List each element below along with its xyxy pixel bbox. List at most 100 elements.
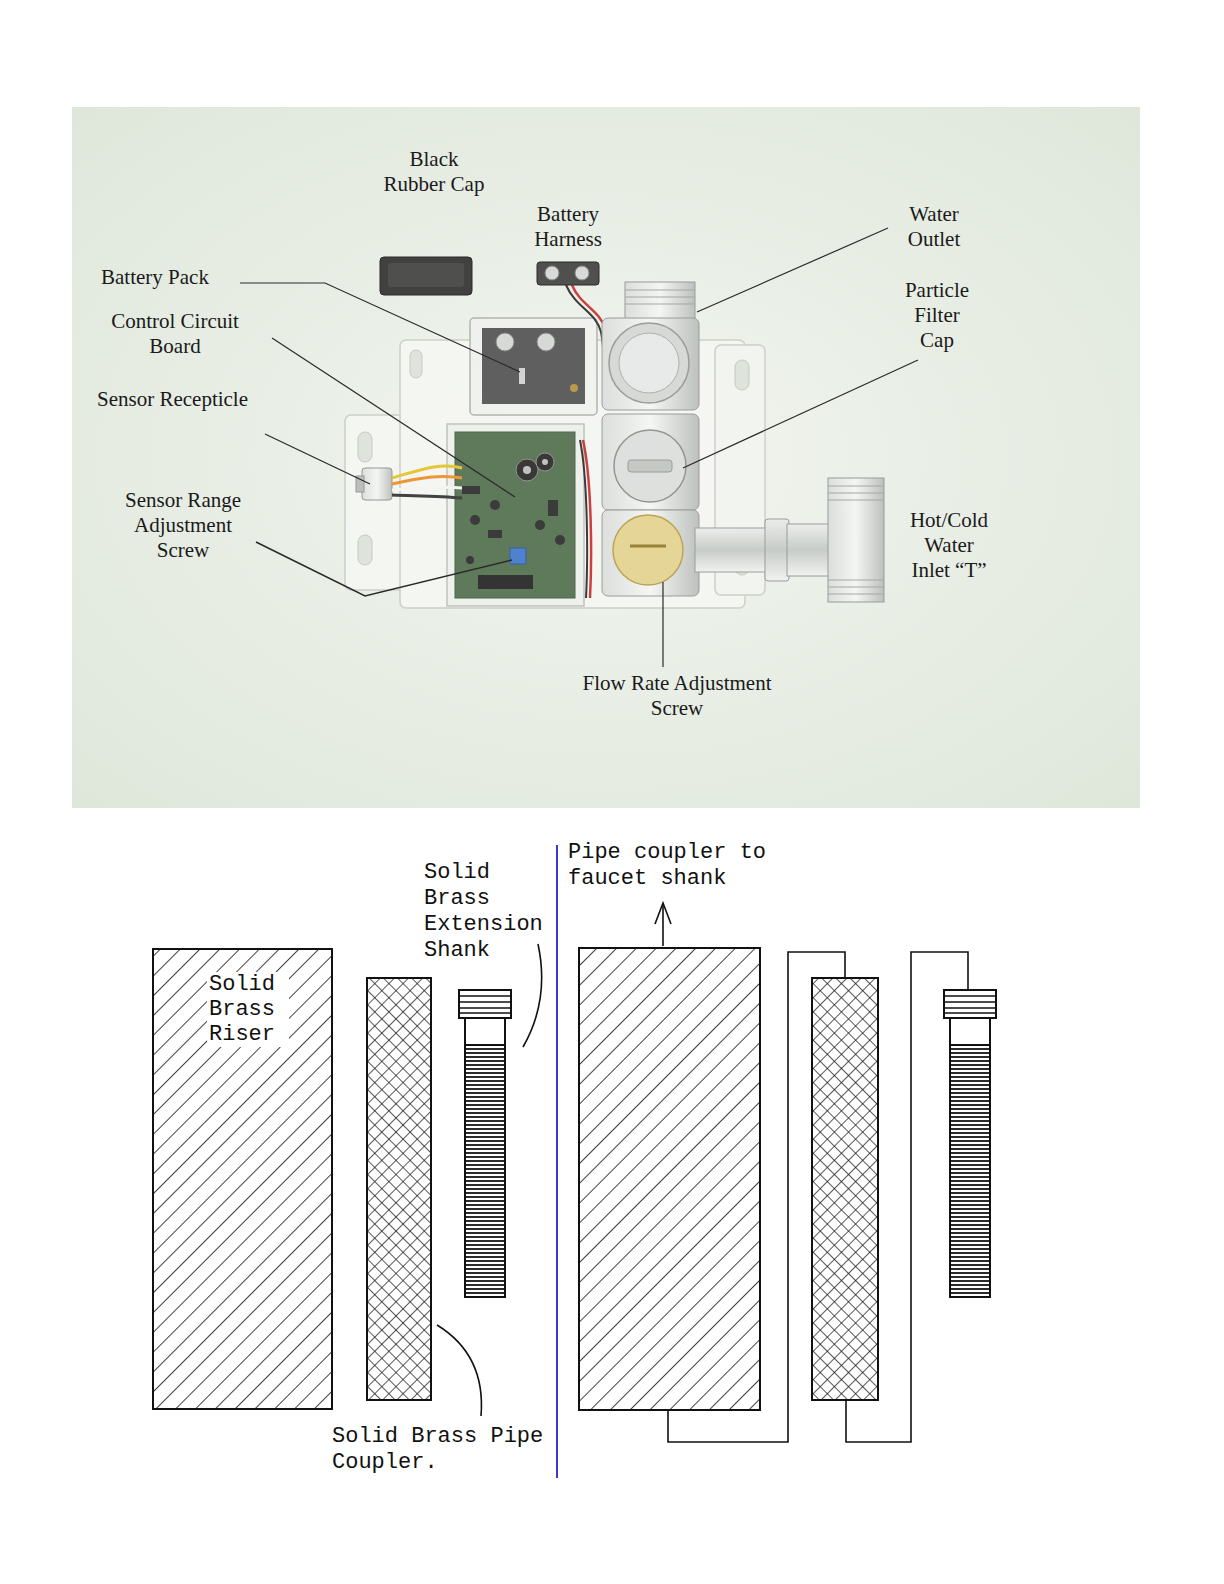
riser-drawing-part: [944, 1012, 996, 1014]
riser-drawing-part: [950, 1018, 990, 1045]
valve-body-part: [625, 282, 695, 322]
part-label: Solid Brass Pipe Coupler.: [332, 1424, 557, 1476]
riser-drawing-part: [579, 948, 760, 1410]
part-label: Battery Pack: [101, 265, 241, 290]
part-label: Hot/Cold Water Inlet “T”: [903, 508, 995, 583]
part-label: Water Outlet: [894, 202, 974, 252]
circuit-enclosure-part: [478, 575, 533, 589]
leader-line-part: [697, 228, 888, 312]
divider-line-part: [556, 845, 558, 1478]
part-name: Solid Brass Riser: [207, 972, 289, 1047]
inlet-tee-part: [828, 478, 884, 602]
valve-body-part: [613, 515, 683, 585]
part-label: Control Circuit Board: [103, 309, 248, 359]
riser-drawing-part: [465, 1045, 505, 1297]
riser-drawing-part: [662, 905, 664, 946]
valve-body-part: [602, 414, 699, 510]
part-label: Sensor Recepticle: [97, 387, 287, 412]
battery-harness-part: [566, 285, 607, 400]
riser-drawing-part: [668, 952, 845, 1442]
valve-body-part: [609, 323, 689, 403]
photo-ground: [72, 107, 1140, 808]
black-rubber-cap: [380, 257, 472, 295]
leader-line-part: [240, 283, 520, 372]
circuit-enclosure-part: [470, 515, 480, 525]
inlet-tee-part: [695, 528, 770, 572]
part-label: Battery Harness: [518, 202, 618, 252]
part-label: Particle Filter Cap: [897, 278, 977, 353]
circuit-enclosure-part: [580, 440, 587, 598]
valve-body-part: [619, 333, 679, 393]
riser-drawing-part: [152, 948, 333, 1410]
battery-pack-part: [537, 333, 555, 351]
sensor-receptacle-part: [392, 487, 462, 490]
riser-drawing-part: [944, 990, 996, 1018]
riser-drawing-part: [367, 978, 431, 1400]
riser-drawing-part: [459, 1012, 511, 1014]
riser-drawing-part: [459, 990, 511, 1018]
sensor-receptacle-part: [392, 495, 462, 498]
circuit-enclosure-part: [488, 530, 502, 538]
valve-body-part: [630, 545, 666, 548]
leader-line-part: [265, 434, 370, 484]
device-photo: [345, 257, 884, 608]
battery-harness-part: [575, 266, 589, 280]
inlet-tee-part: [787, 524, 832, 576]
riser-drawing-part: [944, 995, 996, 997]
circuit-enclosure-part: [447, 424, 584, 606]
circuit-enclosure-part: [555, 535, 565, 545]
riser-drawing-part: [944, 1001, 996, 1003]
inlet-tee-part: [828, 486, 884, 487]
housing-plate-part: [410, 350, 422, 378]
riser-drawing: [152, 903, 996, 1442]
part-label: Pipe coupler to faucet shank: [568, 840, 783, 892]
battery-pack-part: [496, 333, 514, 351]
inlet-tee-part: [828, 500, 884, 501]
battery-pack: [470, 318, 597, 415]
sensor-receptacle-part: [362, 468, 392, 500]
inlet-tee: [695, 478, 884, 602]
sensor-receptacle-part: [392, 476, 462, 484]
divider-line: [557, 845, 558, 1478]
housing-plate-part: [735, 360, 749, 390]
battery-harness: [537, 262, 612, 400]
housing-plate-part: [358, 432, 372, 462]
circuit-enclosure-part: [542, 459, 548, 465]
battery-pack-part: [470, 318, 597, 415]
sensor-receptacle: [356, 466, 462, 500]
battery-pack-part: [519, 368, 525, 384]
circuit-enclosure-part: [466, 556, 474, 564]
valve-body: [602, 282, 699, 596]
part-label: Flow Rate Adjustment Screw: [570, 671, 785, 721]
riser-drawing-part: [944, 1007, 996, 1009]
battery-harness-part: [545, 266, 559, 280]
photo-ground-part: [72, 107, 1140, 808]
valve-body-part: [602, 318, 699, 410]
circuit-enclosure-part: [535, 520, 545, 530]
valve-body-part: [625, 297, 695, 298]
leader-line-part: [272, 338, 515, 497]
riser-drawing-part: [812, 978, 878, 1400]
leader-line: [240, 228, 918, 667]
riser-drawing-part: [465, 1018, 505, 1045]
leader-line-part: [683, 360, 918, 468]
valve-body-part: [625, 304, 695, 305]
circuit-enclosure-part: [455, 432, 575, 598]
battery-pack-part: [570, 384, 578, 392]
circuit-enclosure-part: [548, 500, 558, 516]
black-rubber-cap-part: [388, 263, 464, 287]
valve-body-part: [614, 430, 686, 502]
leader-line-part: [256, 542, 512, 596]
inlet-tee-part: [828, 594, 884, 595]
black-rubber-cap-part: [380, 257, 472, 295]
part-label: Black Rubber Cap: [379, 147, 489, 197]
circuit-enclosure-part: [462, 486, 480, 494]
housing-plate-part: [358, 535, 372, 565]
leader-line-part: [662, 582, 663, 667]
circuit-enclosure: [447, 424, 591, 606]
inlet-tee-part: [828, 587, 884, 588]
